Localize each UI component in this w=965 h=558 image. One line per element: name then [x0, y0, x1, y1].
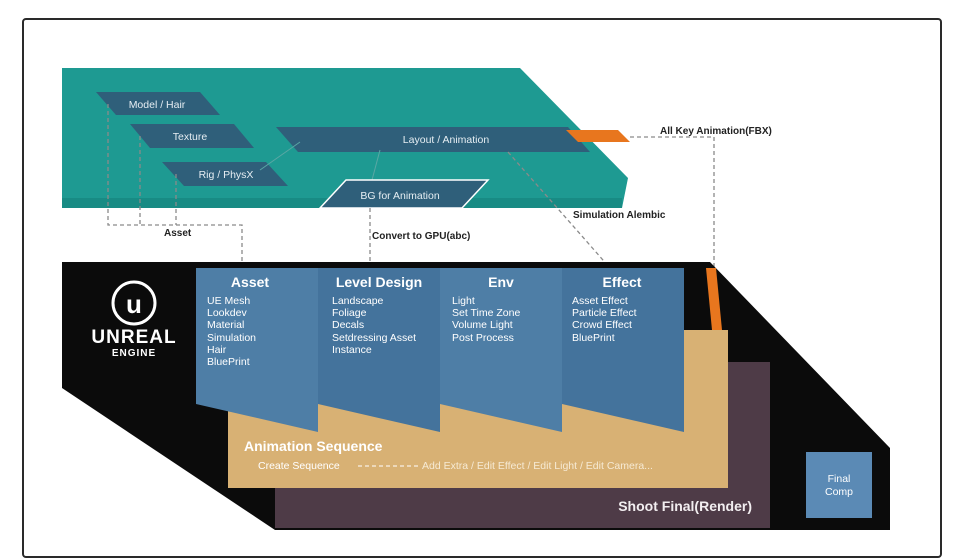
model-hair-label: Model / Hair — [129, 99, 186, 111]
bg-animation-box — [318, 179, 490, 209]
column-item: Lookdev — [207, 307, 247, 319]
column-level-design-title: Level Design — [336, 274, 422, 290]
column-effect-title: Effect — [603, 274, 642, 290]
column-item: Set Time Zone — [452, 307, 520, 319]
column-item: Simulation — [207, 332, 256, 344]
texture-box — [130, 124, 254, 148]
engine-wordmark: ENGINE — [112, 348, 156, 359]
fbx-export-tag — [566, 130, 630, 142]
sequence-extra-label: Add Extra / Edit Effect / Edit Light / E… — [422, 460, 653, 472]
connector-line — [371, 149, 381, 181]
column-item: Material — [207, 319, 244, 331]
all-key-animation-label: All Key Animation(FBX) — [660, 126, 772, 137]
column-item: Particle Effect — [572, 307, 637, 319]
column-item: Instance — [332, 344, 372, 356]
column-level-design — [318, 268, 440, 432]
asset-connector-label: Asset — [164, 228, 192, 239]
column-item: Light — [452, 295, 475, 307]
texture-label: Texture — [173, 131, 208, 143]
animation-sequence-title: Animation Sequence — [244, 438, 383, 454]
layout-animation-box — [276, 127, 590, 152]
unreal-logo: u UNREAL ENGINE — [91, 280, 176, 359]
column-effect — [562, 268, 684, 432]
fbx-import-strip — [706, 268, 722, 330]
column-asset — [196, 268, 318, 432]
bg-animation-label: BG for Animation — [360, 190, 440, 202]
unreal-wordmark: UNREAL — [91, 327, 176, 348]
shoot-final-label: Shoot Final(Render) — [618, 498, 752, 514]
simulation-alembic-label: Simulation Alembic — [573, 210, 666, 221]
unreal-logo-glyph: u — [126, 289, 142, 319]
column-item: Decals — [332, 319, 364, 331]
column-item: Post Process — [452, 332, 514, 344]
column-env-title: Env — [488, 274, 514, 290]
create-sequence-label: Create Sequence — [258, 460, 340, 472]
column-asset-title: Asset — [231, 274, 269, 290]
column-item: Volume Light — [452, 319, 513, 331]
convert-gpu-label: Convert to GPU(abc) — [372, 231, 470, 242]
rig-physx-box — [162, 162, 288, 186]
asset-connector-path — [107, 104, 243, 265]
connector-line — [259, 141, 301, 171]
alembic-connector-path — [507, 151, 611, 269]
column-item: Setdressing Asset — [332, 332, 416, 344]
column-item: Asset Effect — [572, 295, 628, 307]
column-item: Crowd Effect — [572, 319, 632, 331]
rig-physx-label: Rig / PhysX — [199, 169, 254, 181]
column-item: Hair — [207, 344, 227, 356]
column-item: BluePrint — [572, 332, 615, 344]
column-item: BluePrint — [207, 356, 250, 368]
final-comp-line1: Final — [828, 473, 851, 485]
column-item: Foliage — [332, 307, 367, 319]
model-hair-box — [96, 92, 220, 115]
fbx-connector-path — [630, 136, 715, 268]
final-comp-box — [806, 452, 872, 518]
column-item: UE Mesh — [207, 295, 250, 307]
final-comp-line2: Comp — [825, 486, 853, 498]
layout-animation-label: Layout / Animation — [403, 134, 490, 146]
column-item: Landscape — [332, 295, 384, 307]
unreal-logo-circle — [111, 280, 157, 326]
column-env — [440, 268, 562, 432]
